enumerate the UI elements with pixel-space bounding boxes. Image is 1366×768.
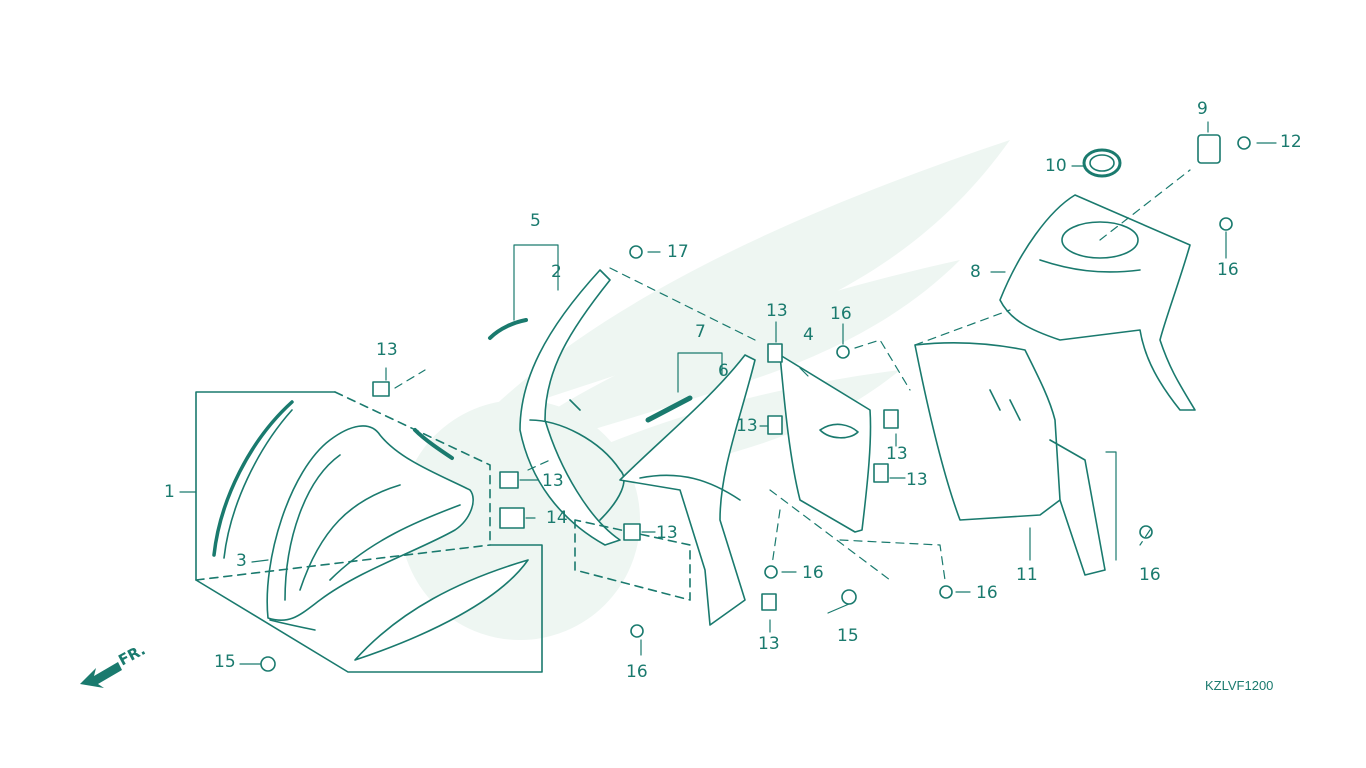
callout-13: 13 — [542, 471, 564, 491]
callout-13: 13 — [886, 444, 908, 464]
callout-16: 16 — [626, 662, 648, 682]
clip-13 — [372, 381, 390, 397]
leader-lines — [179, 121, 1277, 665]
callout-12: 12 — [1280, 132, 1302, 152]
callout-16: 16 — [1217, 260, 1239, 280]
callout-16: 16 — [802, 563, 824, 583]
callout-13: 13 — [758, 634, 780, 654]
callout-2: 2 — [551, 262, 562, 282]
inner-panel-part-6 — [574, 354, 756, 626]
clip-13 — [767, 415, 783, 435]
callout-13: 13 — [906, 470, 928, 490]
callout-8: 8 — [970, 262, 981, 282]
callout-17: 17 — [667, 242, 689, 262]
screw-16 — [1139, 525, 1153, 539]
callout-7: 7 — [695, 322, 706, 342]
screw-15 — [841, 589, 857, 605]
stripe-left — [212, 400, 294, 559]
callout-13: 13 — [736, 416, 758, 436]
diagram-code: KZLVF1200 — [1205, 678, 1274, 693]
screw-part-12 — [1237, 136, 1251, 150]
ring-part-10 — [1082, 148, 1122, 178]
screw-16 — [1219, 217, 1233, 231]
clip-14 — [499, 507, 525, 529]
screw-16 — [630, 624, 644, 638]
callout-4: 4 — [803, 325, 814, 345]
screw-16 — [836, 345, 850, 359]
callout-13: 13 — [656, 523, 678, 543]
callout-3: 3 — [236, 551, 247, 571]
screw-15 — [260, 656, 276, 672]
clip-13 — [761, 593, 777, 611]
clip-13 — [767, 343, 783, 363]
clip-13 — [499, 471, 519, 489]
strip-part-5 — [488, 318, 528, 340]
callout-16: 16 — [830, 304, 852, 324]
screw-17 — [629, 245, 643, 259]
callout-14: 14 — [546, 508, 568, 528]
callout-5: 5 — [530, 211, 541, 231]
callout-16: 16 — [1139, 565, 1161, 585]
callout-1: 1 — [164, 482, 175, 502]
front-cover-part-3 — [266, 425, 474, 631]
strip-part-7 — [645, 395, 693, 423]
screw-16 — [939, 585, 953, 599]
screw-16 — [764, 565, 778, 579]
callout-15: 15 — [214, 652, 236, 672]
stripe-bottom — [354, 559, 529, 661]
callout-15: 15 — [837, 626, 859, 646]
inner-box-part-11 — [914, 342, 1106, 576]
side-panel-part-4 — [779, 354, 872, 533]
alignment-lines — [394, 169, 1191, 581]
top-cover-part-8 — [999, 194, 1196, 411]
callout-13: 13 — [376, 340, 398, 360]
callout-13: 13 — [766, 301, 788, 321]
clip-13 — [873, 463, 889, 483]
clip-part-9 — [1197, 134, 1221, 164]
callout-6: 6 — [718, 361, 729, 381]
callout-10: 10 — [1045, 156, 1067, 176]
clip-13 — [883, 409, 899, 429]
front-direction-arrow-icon — [80, 662, 122, 688]
clip-13 — [623, 523, 641, 541]
callout-9: 9 — [1197, 99, 1208, 119]
inner-cover-part-2 — [519, 269, 625, 546]
callout-11: 11 — [1016, 565, 1038, 585]
callout-16: 16 — [976, 583, 998, 603]
